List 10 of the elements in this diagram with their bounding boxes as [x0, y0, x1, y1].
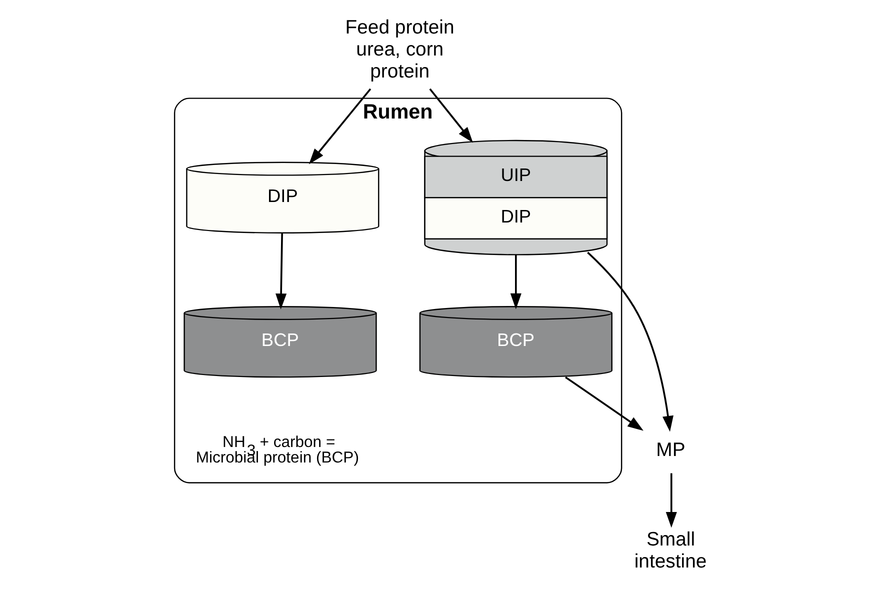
node-text: MP [656, 438, 686, 461]
arrow [276, 233, 287, 310]
arrow [565, 376, 644, 431]
arrow [587, 252, 674, 432]
arrow [666, 473, 677, 528]
arrow [429, 88, 473, 143]
node-text: Feed protein urea, corn protein [345, 16, 454, 82]
arrow [308, 88, 372, 164]
arrow [510, 254, 522, 310]
node-text: Small intestine [634, 528, 707, 573]
